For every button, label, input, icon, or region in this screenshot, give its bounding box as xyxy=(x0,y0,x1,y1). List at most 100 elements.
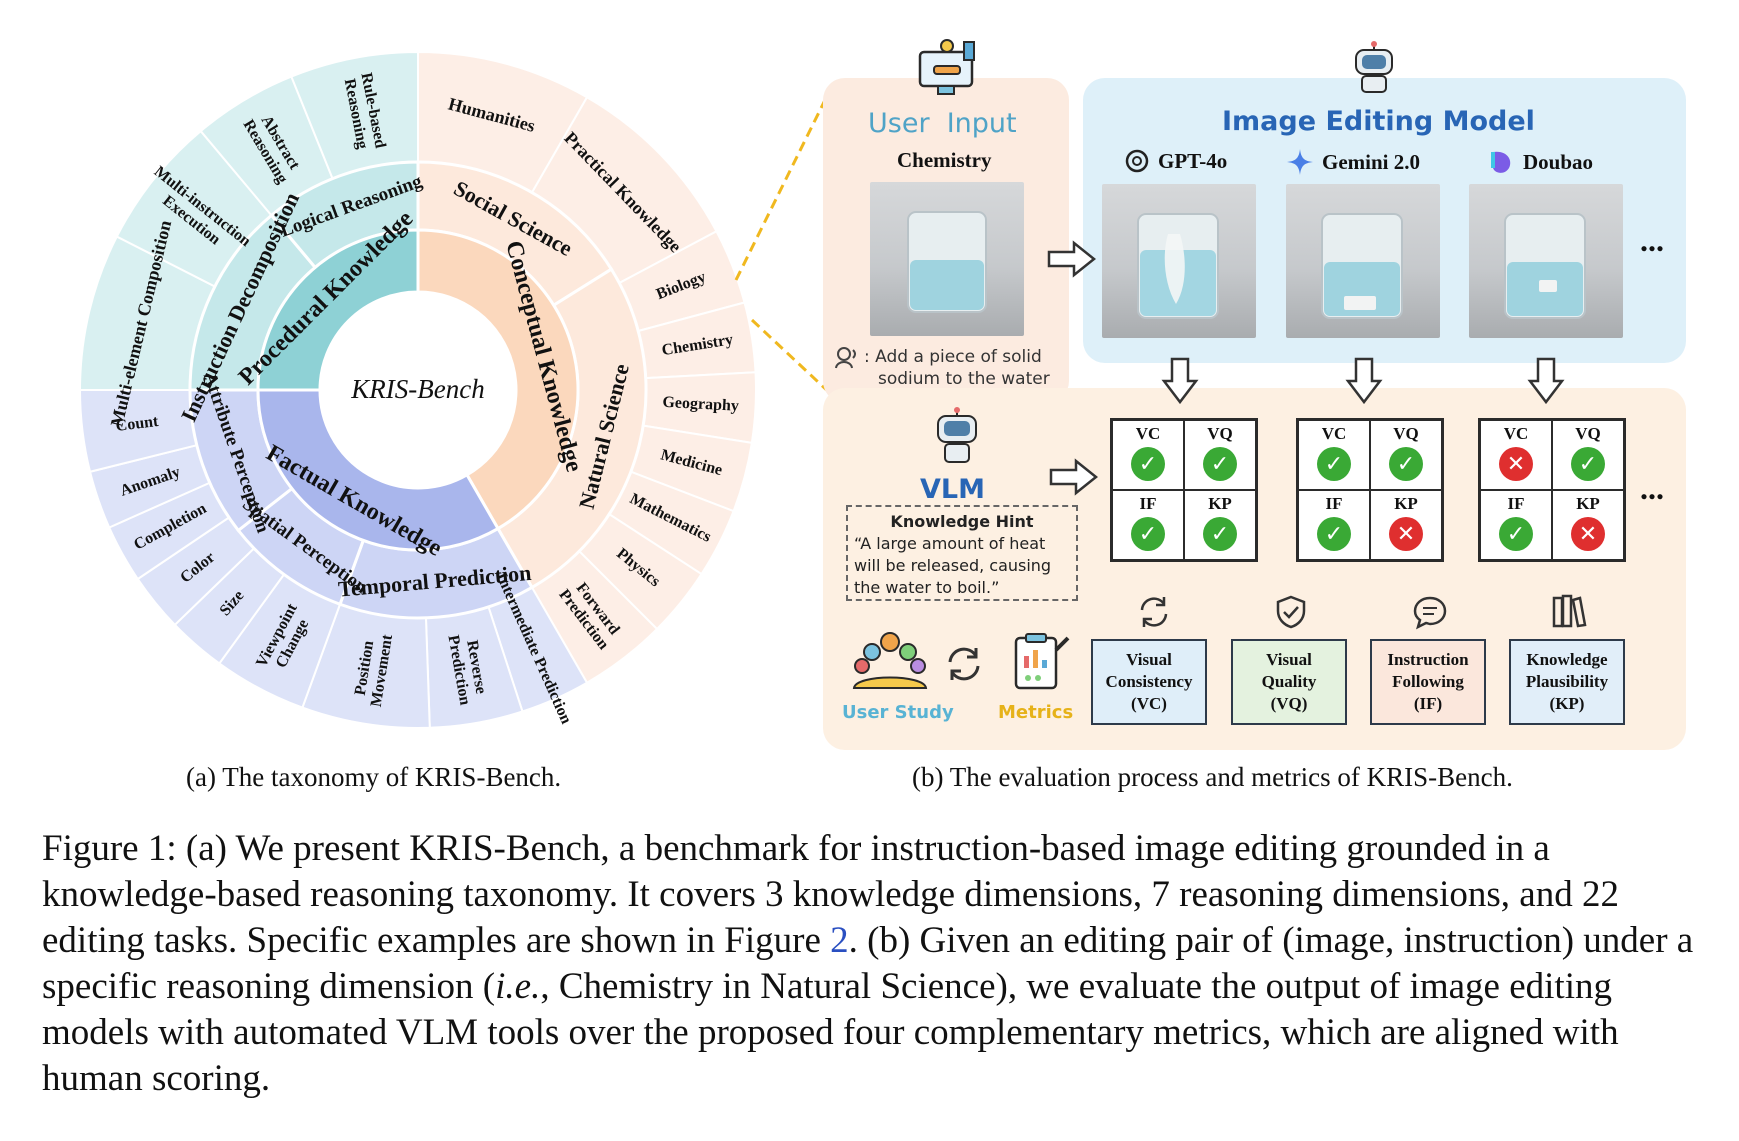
vlm-title: VLM xyxy=(920,474,985,505)
caption-part-1: Figure 1: (a) We present KRIS-Bench, a b… xyxy=(42,828,1619,961)
output-image-gemini xyxy=(1286,184,1440,338)
check-icon: ✓ xyxy=(1499,517,1533,551)
metrics-clipboard-icon xyxy=(1014,633,1070,690)
check-icon: ✓ xyxy=(1203,447,1237,481)
knowledge-hint-title: Knowledge Hint xyxy=(890,512,1034,531)
score-cell-vc: VC ✓ xyxy=(1298,420,1370,490)
task-label-18: Count xyxy=(115,413,160,435)
score-cell-if: IF ✓ xyxy=(1112,490,1184,560)
score-label: KP xyxy=(1394,494,1418,513)
cross-icon: ✕ xyxy=(1389,517,1423,551)
svg-text:Count: Count xyxy=(115,413,160,435)
metric-kp-line-3: (KP) xyxy=(1549,694,1585,713)
openai-icon xyxy=(1125,149,1149,173)
arrow-down-icon-1 xyxy=(1161,357,1199,405)
output-image-doubao xyxy=(1469,184,1623,338)
arrow-right-icon xyxy=(1047,240,1097,278)
svg-text:Geography: Geography xyxy=(662,393,739,414)
score-cell-vq: VQ ✓ xyxy=(1370,420,1442,490)
score-cell-vq: VQ ✓ xyxy=(1552,420,1624,490)
check-icon: ✓ xyxy=(1317,447,1351,481)
chat-bubble-icon xyxy=(1413,596,1447,630)
gemini-icon xyxy=(1287,149,1313,175)
score-label: VQ xyxy=(1575,424,1601,443)
chemistry-connector xyxy=(734,93,834,397)
knowledge-hint-line-3: the water to boil.” xyxy=(854,578,1000,597)
user-study-label: User Study xyxy=(842,702,954,723)
arrow-down-icon-3 xyxy=(1527,357,1565,405)
score-cell-kp: KP✕ xyxy=(1552,490,1624,560)
metric-if-line-1: Instruction xyxy=(1387,650,1469,669)
sync-arrows-icon xyxy=(948,647,980,681)
metrics-label: Metrics xyxy=(998,702,1074,723)
model-doubao: Doubao xyxy=(1487,148,1593,176)
figure-2-link[interactable]: 2 xyxy=(830,920,849,961)
score-label: IF xyxy=(1139,494,1157,513)
instruction-line-2: sodium to the water xyxy=(878,369,1050,389)
score-label: KP xyxy=(1576,494,1600,513)
check-icon: ✓ xyxy=(1131,517,1165,551)
task-label-22: Rule-basedReasoning xyxy=(341,71,390,153)
svg-text:Rule-basedReasoning: Rule-basedReasoning xyxy=(341,71,390,153)
model-gemini-label: Gemini 2.0 xyxy=(1322,149,1420,174)
score-label: VC xyxy=(1503,424,1529,443)
caption-ie: i.e. xyxy=(495,966,541,1007)
score-label: IF xyxy=(1325,494,1343,513)
score-grid-2: VC✓VQ✓IF✓KP✕ xyxy=(1296,418,1444,562)
metric-if-line-2: Following xyxy=(1392,672,1464,691)
model-doubao-label: Doubao xyxy=(1523,149,1594,174)
input-image-beaker xyxy=(870,182,1024,336)
score-cell-vc: VC✓ xyxy=(1112,420,1184,490)
caption-b: (b) The evaluation process and metrics o… xyxy=(912,762,1513,792)
score-grid-3: VC✕VQ✓IF✓KP✕ xyxy=(1478,418,1626,562)
computer-user-icon xyxy=(918,39,975,95)
caption-part-2: . (b) Given an editing pair of (image, i… xyxy=(42,920,1694,1007)
shield-check-icon xyxy=(1276,595,1306,629)
user-input-title: User Input xyxy=(868,108,1017,139)
score-cell-if: IF✓ xyxy=(1480,490,1552,560)
caption-part-3: , Chemistry in Natural Science), we eval… xyxy=(42,966,1619,1099)
check-icon: ✓ xyxy=(1203,517,1237,551)
more-models-ellipsis: ... xyxy=(1640,222,1664,258)
refresh-icon xyxy=(1140,597,1168,627)
knowledge-hint-line-2: will be released, causing xyxy=(854,556,1052,575)
instruction-line-1: : Add a piece of solid xyxy=(864,347,1042,367)
knowledge-hint-box: Knowledge Hint “A large amount of heat w… xyxy=(846,505,1078,601)
output-image-gpt4o xyxy=(1102,184,1256,338)
score-label: VQ xyxy=(1393,424,1419,443)
caption-a: (a) The taxonomy of KRIS-Bench. xyxy=(186,762,562,792)
metric-if-line-3: (IF) xyxy=(1413,694,1443,713)
wheel-center-label: KRIS-Bench xyxy=(350,374,484,404)
score-label: VQ xyxy=(1207,424,1233,443)
model-gpt4o: GPT-4o xyxy=(1124,148,1227,174)
cross-icon: ✕ xyxy=(1499,447,1533,481)
check-icon: ✓ xyxy=(1571,447,1605,481)
check-icon: ✓ xyxy=(1131,447,1165,481)
wheel-center xyxy=(320,292,516,488)
user-input-subject: Chemistry xyxy=(897,148,992,172)
metric-vc-line-3: (VC) xyxy=(1131,694,1167,713)
user-study-people-icon xyxy=(852,632,928,689)
knowledge-hint-line-1: “A large amount of heat xyxy=(854,534,1046,553)
metric-vc-line-2: Consistency xyxy=(1105,672,1193,691)
metric-kp-line-1: Knowledge xyxy=(1526,650,1608,669)
robot-icon xyxy=(1355,41,1393,93)
score-cell-vq: VQ ✓ xyxy=(1184,420,1256,490)
arrow-right-icon-vlm xyxy=(1049,458,1099,496)
model-gpt4o-label: GPT-4o xyxy=(1158,148,1228,173)
metric-vc-line-1: Visual xyxy=(1126,650,1172,669)
metric-vq-line-3: (VQ) xyxy=(1270,694,1308,713)
arrow-down-icon-2 xyxy=(1345,357,1383,405)
score-label: VC xyxy=(1321,424,1347,443)
score-cell-kp: KP ✓ xyxy=(1184,490,1256,560)
check-icon: ✓ xyxy=(1389,447,1423,481)
task-label-5: Geography xyxy=(662,393,739,414)
vlm-robot-icon xyxy=(937,407,977,463)
model-gemini: Gemini 2.0 xyxy=(1286,148,1420,176)
metric-vq-line-1: Visual xyxy=(1266,650,1312,669)
score-label: KP xyxy=(1208,494,1232,513)
